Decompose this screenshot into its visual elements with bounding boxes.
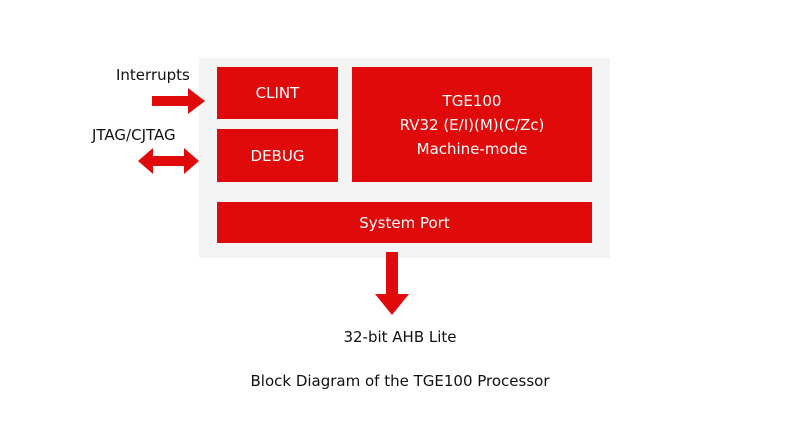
diagram-caption: Block Diagram of the TGE100 Processor: [250, 372, 550, 390]
interrupts-right-arrow-icon: [152, 88, 205, 114]
system-port-label: System Port: [359, 213, 450, 232]
debug-block: DEBUG: [217, 129, 338, 182]
system-port-block: System Port: [217, 202, 592, 243]
interrupts-label: Interrupts: [116, 66, 190, 84]
clint-label: CLINT: [255, 84, 300, 102]
jtag-bidirectional-arrow-icon: [138, 148, 199, 174]
core-isa: RV32 (E/I)(M)(C/Zc): [399, 115, 545, 134]
jtag-label: JTAG/CJTAG: [92, 126, 176, 144]
core-block: TGE100 RV32 (E/I)(M)(C/Zc) Machine-mode: [352, 67, 592, 182]
clint-block: CLINT: [217, 67, 338, 119]
core-name: TGE100: [442, 91, 502, 110]
ahb-bus-label: 32-bit AHB Lite: [343, 328, 457, 346]
debug-label: DEBUG: [250, 146, 305, 165]
core-mode: Machine-mode: [416, 139, 528, 158]
ahb-down-arrow-icon: [375, 252, 409, 315]
